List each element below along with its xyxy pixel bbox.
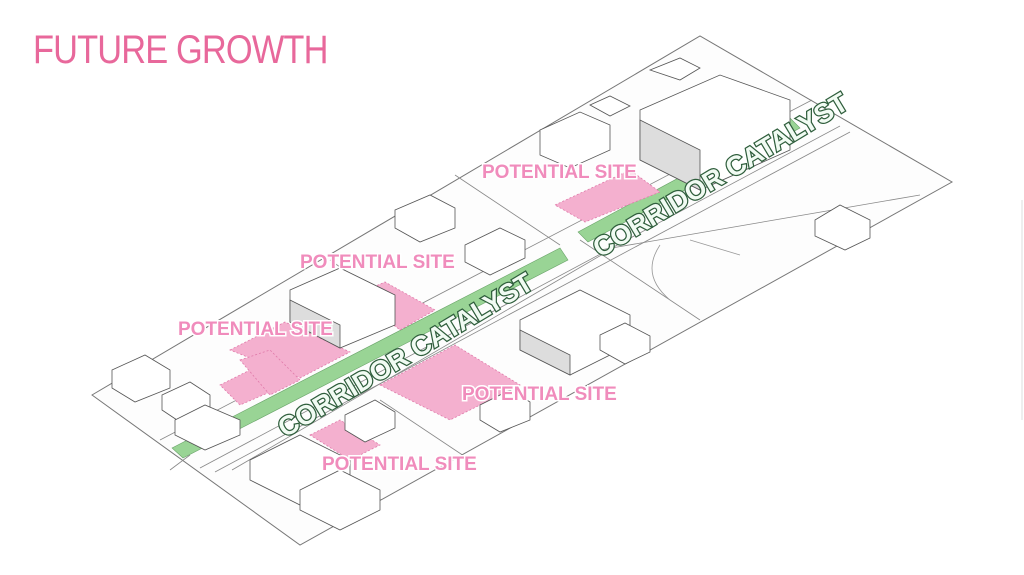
potential-site-label: POTENTIAL SITE [300,252,455,273]
potential-site-label: POTENTIAL SITE [482,162,637,183]
buildings [111,57,871,531]
site-area [229,321,351,379]
potential-site-label: POTENTIAL SITE [322,454,477,475]
corridor-green-strip [171,247,569,459]
page-title: FUTURE GROWTH [33,28,328,72]
site-area [239,349,301,396]
potential-site-label: POTENTIAL SITE [178,319,333,340]
potential-site-label: POTENTIAL SITE [462,384,617,405]
site-area [554,169,661,223]
potential-site-areas [219,169,661,461]
site-area [379,344,521,421]
site-area [309,419,381,461]
